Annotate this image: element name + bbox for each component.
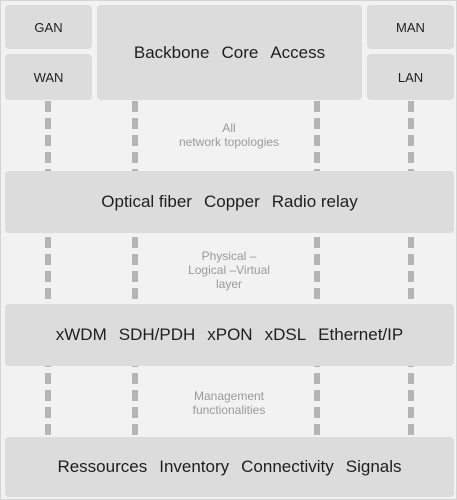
core-label: Core: [221, 42, 259, 62]
copper-label: Copper: [203, 192, 260, 211]
ressources-label: Ressources: [57, 457, 148, 476]
man-box: MAN: [367, 5, 454, 49]
management-note: Management functionalities: [169, 389, 289, 417]
layers-note-line-3: layer: [215, 277, 242, 291]
connectivity-label: Connectivity: [241, 457, 334, 476]
signals-label: Signals: [345, 457, 402, 476]
connector-dashes-center-right: [314, 101, 320, 441]
topologies-note-line-2: network topologies: [178, 135, 280, 149]
wan-label: WAN: [33, 69, 64, 85]
management-note-line-2: functionalities: [192, 403, 266, 417]
inventory-label: Inventory: [159, 457, 230, 476]
topologies-note-line-1: All: [222, 121, 236, 135]
layers-note-line-2: Logical –Virtual: [188, 263, 270, 277]
lan-label: LAN: [397, 69, 424, 85]
technology-band: xWDM SDH/PDH xPON xDSL Ethernet/IP: [5, 304, 454, 366]
xwdm-label: xWDM: [55, 325, 107, 344]
lan-box: LAN: [367, 54, 454, 100]
man-label: MAN: [396, 19, 425, 35]
management-band: Ressources Inventory Connectivity Signal…: [5, 437, 454, 497]
layers-note-line-1: Physical –: [201, 249, 257, 263]
transmission-media-band: Optical fiber Copper Radio relay: [5, 171, 454, 233]
wan-box: WAN: [5, 54, 92, 100]
backbone-label: Backbone: [133, 42, 210, 62]
layers-note: Physical – Logical –Virtual layer: [169, 249, 289, 291]
radio-relay-label: Radio relay: [271, 192, 358, 211]
topologies-note: All network topologies: [169, 121, 289, 149]
connector-dashes-left: [45, 101, 51, 441]
ethernet-ip-label: Ethernet/IP: [318, 325, 404, 344]
xdsl-label: xDSL: [264, 325, 307, 344]
gan-label: GAN: [34, 19, 63, 35]
access-label: Access: [270, 42, 326, 62]
network-levels-box: Backbone Core Access: [97, 5, 362, 100]
management-note-line-1: Management: [193, 389, 265, 403]
connector-dashes-right: [408, 101, 414, 441]
gan-box: GAN: [5, 5, 92, 49]
xpon-label: xPON: [207, 325, 253, 344]
connector-dashes-center-left: [132, 101, 138, 441]
sdh-pdh-label: SDH/PDH: [118, 325, 196, 344]
optical-fiber-label: Optical fiber: [101, 192, 192, 211]
